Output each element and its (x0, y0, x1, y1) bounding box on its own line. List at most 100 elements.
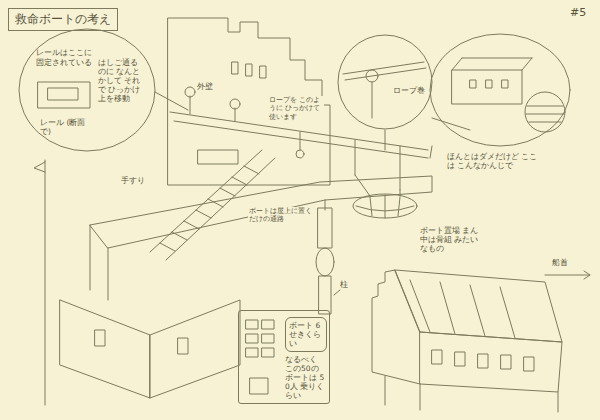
rope-pulley-inset (343, 62, 426, 150)
sketch-line (385, 195, 386, 218)
sketch-line (246, 334, 258, 343)
facade-wall (168, 18, 330, 185)
sketch-line (150, 150, 262, 252)
sketch-line (230, 99, 240, 109)
sketch-line (190, 96, 191, 114)
boat-panel-icons (246, 320, 274, 394)
sketch-line (246, 64, 252, 76)
sketch-line (90, 225, 91, 290)
direction-label: 船首 (552, 258, 568, 268)
part-label: 外壁 (196, 82, 214, 92)
sketch-line (370, 197, 372, 216)
walkway-roof (90, 176, 432, 300)
sketch-line (470, 80, 476, 88)
sketch-line (90, 176, 432, 248)
sketch-line (260, 66, 266, 78)
sketch-line (60, 300, 150, 398)
sketch-line (246, 348, 258, 357)
sketch-line (262, 320, 274, 329)
sketch-line (545, 275, 590, 276)
sheet-number: #5 (570, 6, 586, 19)
sketch-line (455, 352, 465, 366)
rail-beams (170, 87, 428, 190)
sketch-line (319, 276, 331, 314)
sketch-line (48, 88, 78, 100)
boat-storage-inset (430, 34, 570, 158)
node-text: ボート 6せきくらい (289, 321, 325, 348)
sketch-line (353, 194, 417, 218)
notes-box: なるべく この50の ボートは 50人 乗りくらい ボート 6せきくらい (238, 310, 330, 404)
sketch-line (420, 384, 421, 410)
sketch-line (343, 62, 424, 74)
sketch-line (95, 330, 105, 346)
sketch-line (345, 68, 426, 80)
support-pillar (316, 208, 340, 314)
circle-outline (337, 34, 433, 130)
node-text: レールはここに固定されている (36, 48, 96, 67)
sketch-line (296, 150, 304, 158)
node-text: なるべく この50の ボートは 50人 乗りくらい (285, 355, 327, 400)
deck-building (372, 270, 590, 412)
sketch-line (155, 92, 188, 110)
note-text: ボート置場 まん中は骨組 みたいなもの (420, 226, 482, 253)
boat-count-box: ボート 6せきくらい (285, 317, 327, 352)
sketch-line (385, 376, 386, 405)
sketch-line (524, 357, 534, 371)
sketch-line (198, 150, 238, 164)
sketch-line (108, 248, 109, 300)
sketch-line (430, 34, 570, 146)
sketch-line (558, 392, 559, 412)
sketch-line (486, 80, 492, 88)
sketch-line (262, 334, 274, 343)
sketch-line (432, 350, 442, 364)
sketch-line (420, 332, 562, 392)
circle-outline (338, 35, 432, 129)
sketch-line (584, 271, 590, 279)
sketch-line (430, 146, 432, 158)
inset-circle: レールはここに固定されているはしご通るのに なんとかして それで ひっかけ上を移… (18, 28, 156, 152)
sketch-line (478, 354, 488, 368)
sketch-line (355, 140, 356, 175)
sketch-line (246, 320, 258, 329)
sketch-line (235, 108, 236, 121)
note-text: ロープを このように ひっかけて 使います (268, 96, 324, 121)
sketch-line (150, 300, 240, 398)
sketch-line (526, 114, 564, 115)
sketch-line (470, 285, 485, 336)
sketch-line (196, 210, 211, 218)
flag-pole (34, 160, 45, 405)
sketch-line (262, 348, 274, 357)
node-text: レール (断面で) (40, 118, 96, 136)
sketch-line (372, 82, 373, 118)
sketch-line (184, 221, 199, 229)
lifeboat (353, 175, 417, 218)
sketch-line (529, 122, 561, 123)
sketch-line (500, 287, 515, 338)
sketch-line (400, 146, 401, 190)
sketch-line (45, 160, 46, 405)
node-text: ロープ巻 (393, 86, 429, 96)
sketch-line (38, 82, 90, 108)
sketch-line (398, 197, 400, 216)
sketch-line (410, 280, 430, 332)
circle-outline (19, 29, 155, 151)
sketch-line (316, 248, 334, 276)
node-text: はしご通るのに なんとかして それで ひっかけ上を移動 (98, 58, 142, 103)
part-label: 手すり (120, 176, 146, 186)
sketch-line (232, 177, 247, 185)
sketch-line (452, 58, 462, 70)
part-label: 柱 (340, 280, 348, 290)
sketch-line (168, 18, 330, 185)
sketch-line (501, 355, 511, 369)
sketch-line (250, 378, 268, 394)
sheet-title: 救命ボートの考え (8, 8, 118, 31)
sketch-line (244, 166, 259, 174)
sketch-line (522, 58, 532, 70)
sketch-line (366, 70, 378, 82)
sketch-line (185, 87, 195, 97)
sketch-line (232, 62, 238, 74)
sketch-line (452, 70, 522, 104)
sketch-line (160, 243, 175, 251)
sketch-line (440, 282, 455, 334)
